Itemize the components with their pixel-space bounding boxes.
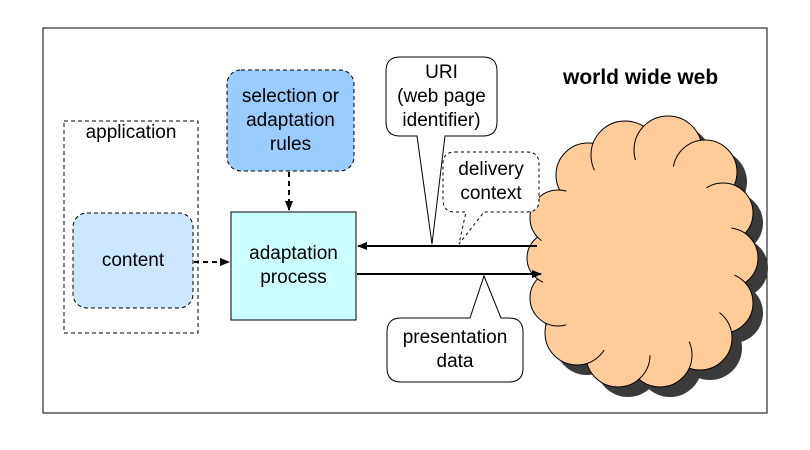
presentation-data-label: presentation data [402, 327, 508, 372]
application-box [63, 120, 199, 334]
world-wide-web-title: world wide web [563, 66, 719, 89]
rules-box [226, 69, 355, 172]
delivery-context-callout-shape [442, 151, 540, 245]
adaptation-process-label: adaptation process [249, 243, 338, 288]
rules-label: selection or adaptation rules [241, 85, 340, 155]
delivery-context-label: delivery context [458, 159, 524, 204]
content-label: content [101, 249, 165, 271]
content-box [72, 212, 194, 309]
application-label: application [85, 122, 177, 143]
cloud-core [540, 160, 736, 356]
uri-callout-shape [385, 56, 498, 245]
presentation-data-callout-shape [386, 274, 524, 383]
uri-callout-label: URI (web page identifier) [397, 62, 486, 131]
adaptation-process-box [230, 211, 357, 321]
